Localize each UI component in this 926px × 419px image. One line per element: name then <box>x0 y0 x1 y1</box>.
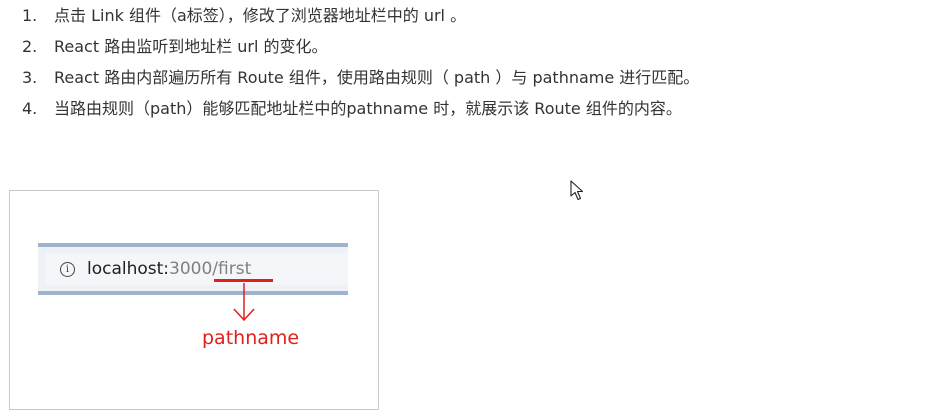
list-item: 1. 点击 Link 组件（a标签），修改了浏览器地址栏中的 url 。 <box>22 0 699 31</box>
list-text: 点击 Link 组件（a标签），修改了浏览器地址栏中的 url 。 <box>54 6 467 25</box>
list-item: 2. React 路由监听到地址栏 url 的变化。 <box>22 31 699 62</box>
browser-address-bar: i localhost:3000/first <box>38 243 348 295</box>
pathname-underline <box>214 279 273 282</box>
list-item: 3. React 路由内部遍历所有 Route 组件，使用路由规则（ path … <box>22 62 699 93</box>
url-host: localhost: <box>87 259 170 279</box>
list-item: 4. 当路由规则（path）能够匹配地址栏中的pathname 时，就展示该 R… <box>22 93 699 124</box>
list-text: React 路由内部遍历所有 Route 组件，使用路由规则（ path ）与 … <box>54 68 700 87</box>
url-pathname: 3000/first <box>169 259 252 279</box>
list-number: 2. <box>22 37 38 56</box>
info-icon: i <box>60 261 75 277</box>
address-field: i localhost:3000/first <box>46 253 348 285</box>
pathname-label: pathname <box>202 327 300 349</box>
list-text: React 路由监听到地址栏 url 的变化。 <box>54 37 328 56</box>
arrow-down-icon <box>233 283 255 322</box>
list-number: 4. <box>22 99 38 118</box>
list-number: 3. <box>22 68 38 87</box>
steps-list: 1. 点击 Link 组件（a标签），修改了浏览器地址栏中的 url 。 2. … <box>22 0 699 124</box>
address-bar-figure: i localhost:3000/first pathname <box>9 190 379 410</box>
list-text: 当路由规则（path）能够匹配地址栏中的pathname 时，就展示该 Rout… <box>54 99 682 118</box>
mouse-cursor-icon <box>570 180 584 201</box>
list-number: 1. <box>22 6 38 25</box>
